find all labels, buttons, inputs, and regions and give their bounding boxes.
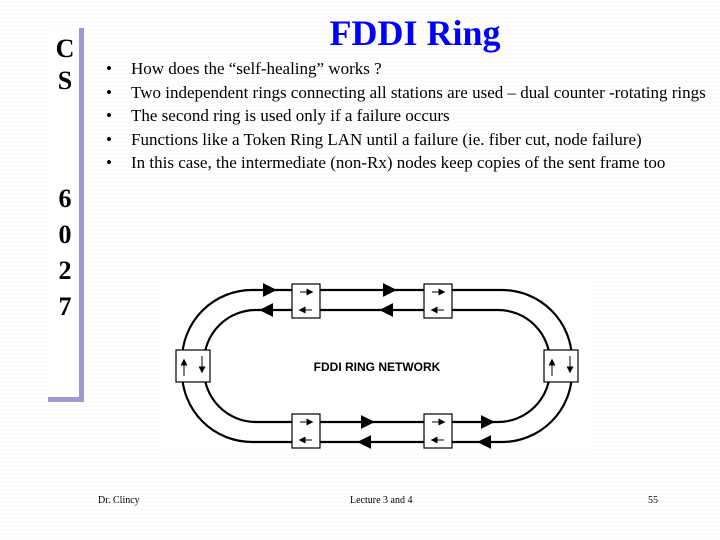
bullet-text: The second ring is used only if a failur… — [131, 106, 450, 125]
footer-author: Dr. Clincy — [98, 495, 140, 506]
station-node — [423, 413, 453, 449]
bullet-dot-icon: • — [106, 82, 112, 102]
diagram-label: FDDI RING NETWORK — [314, 360, 441, 374]
footer-lecture: Lecture 3 and 4 — [350, 495, 413, 506]
station-node — [175, 349, 211, 383]
fddi-ring-diagram: FDDI RING NETWORK — [162, 280, 592, 452]
bullet-text: In this case, the intermediate (non-Rx) … — [131, 153, 666, 172]
station-node — [291, 283, 321, 319]
bullet-dot-icon: • — [106, 129, 112, 149]
bullet-item: • How does the “self-healing” works ? — [106, 59, 706, 80]
side-letter: 0 — [58, 220, 72, 249]
bullet-item: • The second ring is used only if a failu… — [106, 106, 706, 127]
bullet-item: • Functions like a Token Ring LAN until a… — [106, 130, 706, 151]
side-letter: 6 — [58, 184, 72, 213]
bullet-text: Two independent rings connecting all sta… — [131, 82, 706, 102]
station-node — [291, 413, 321, 449]
bullet-item: • Two independent rings connecting all st… — [106, 83, 706, 104]
side-letter: C — [55, 34, 75, 63]
bullet-dot-icon: • — [106, 106, 112, 125]
station-node — [423, 283, 453, 319]
bullet-text: Functions like a Token Ring LAN until a … — [131, 129, 642, 149]
side-letter: 7 — [58, 292, 72, 321]
side-letter: S — [57, 66, 73, 95]
bullet-dot-icon: • — [106, 153, 112, 172]
bullet-list: • How does the “self-healing” works ? • Tw… — [106, 59, 706, 177]
bullet-item: • In this case, the intermediate (non-Rx)… — [106, 153, 706, 174]
bullet-text: How does the “self-healing” works ? — [131, 59, 382, 78]
side-letter: 2 — [58, 256, 72, 285]
slide-title: FDDI Ring — [329, 13, 501, 53]
station-node — [543, 349, 579, 383]
footer-page-number: 55 — [648, 495, 658, 506]
bullet-dot-icon: • — [106, 59, 112, 78]
side-decoration-bar — [48, 28, 84, 402]
